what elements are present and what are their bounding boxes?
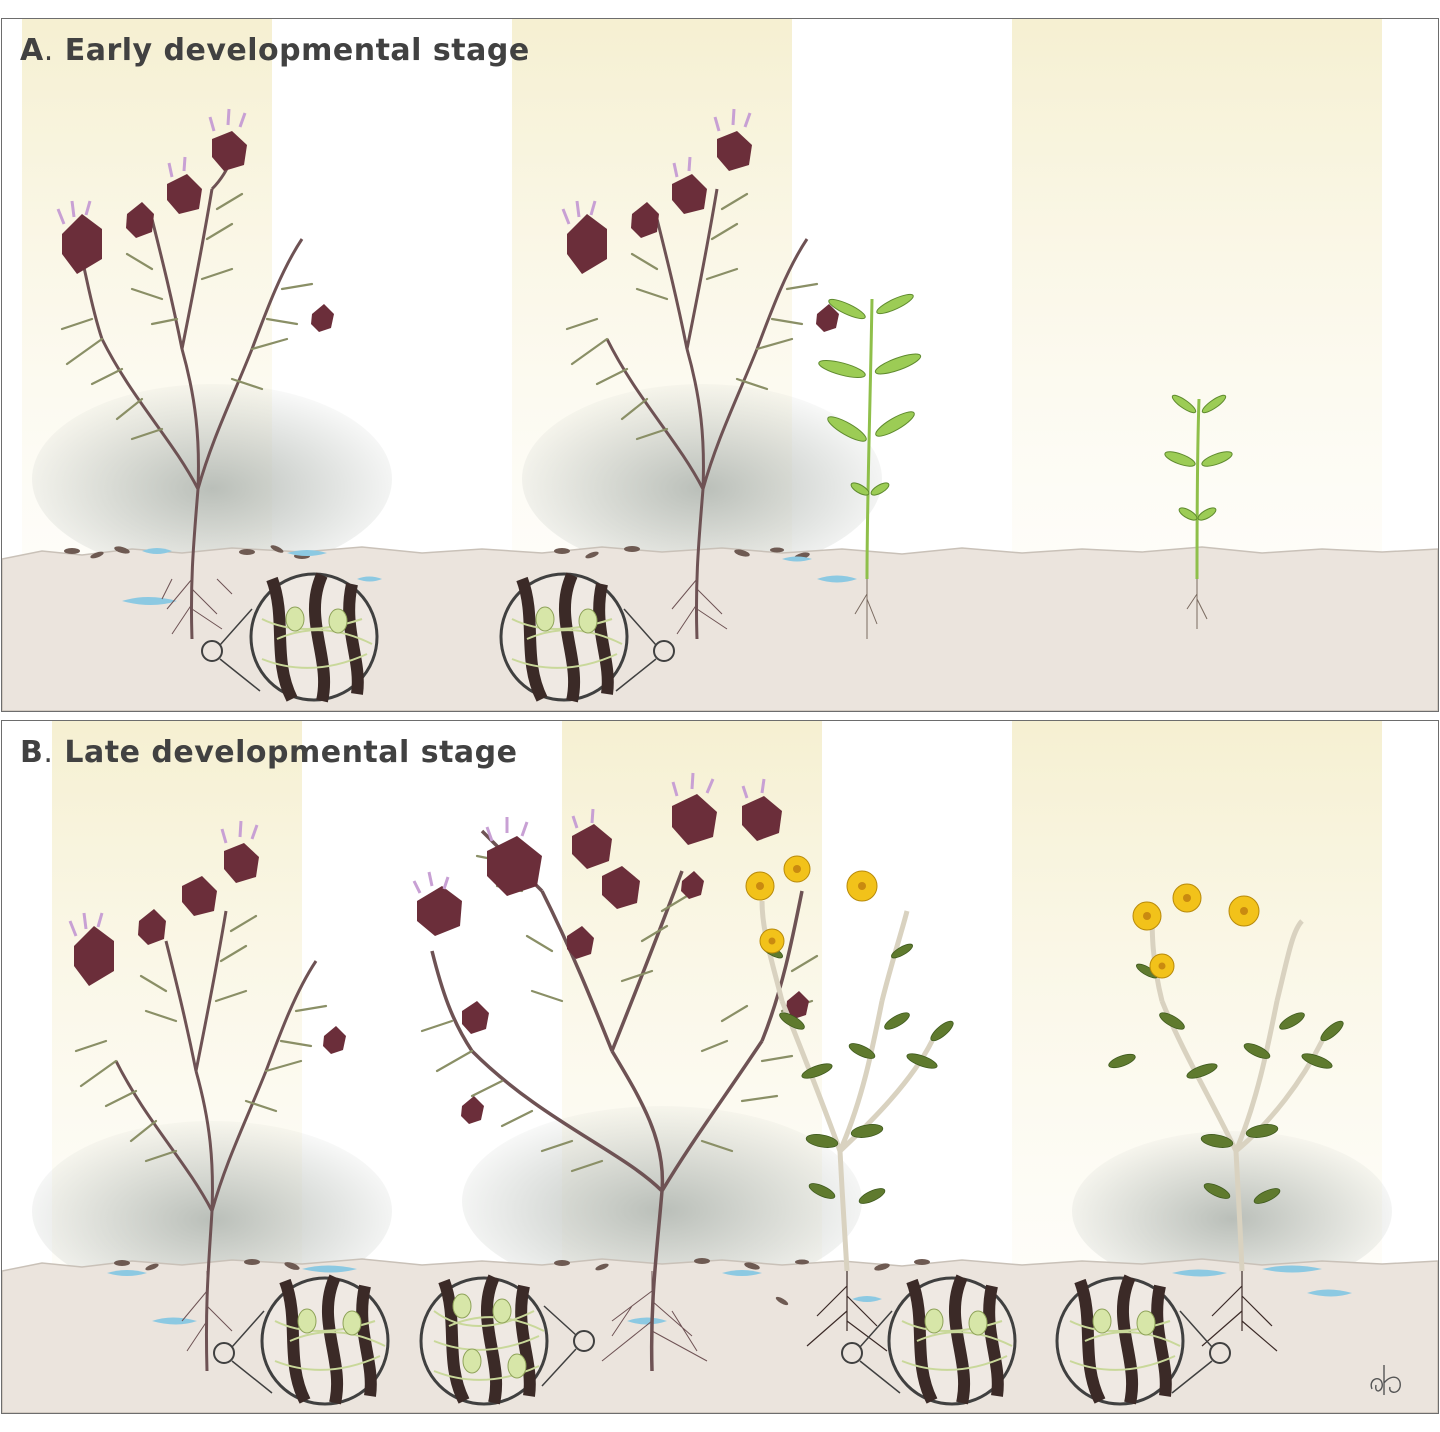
panel-b-illustration <box>2 721 1438 1413</box>
thyme-flower-head <box>167 156 202 214</box>
thyme-flower-head <box>56 200 102 274</box>
panel-letter-separator: . <box>43 735 54 770</box>
mycorrhiza-magnifier <box>841 1274 1017 1406</box>
thyme-flower-head <box>126 202 154 238</box>
root-system <box>161 559 233 639</box>
panel-letter: B <box>20 735 44 770</box>
water-patches <box>122 548 857 605</box>
rockrose-flower <box>759 928 785 954</box>
mycorrhiza-magnifier <box>213 1274 390 1406</box>
water-patches <box>107 1265 1352 1325</box>
panel-title: B. Late developmental stage <box>20 735 518 770</box>
rockrose-seedling <box>1164 394 1233 629</box>
rockrose-flower <box>783 855 811 883</box>
thyme-shrub <box>68 820 346 1372</box>
thyme-shrub <box>56 108 334 640</box>
canopy-shadow <box>1072 1131 1392 1291</box>
panel-title-text: Early developmental stage <box>64 33 530 68</box>
rockrose-shrub <box>745 855 954 1352</box>
panel-a-illustration <box>2 19 1438 711</box>
leaf-litter <box>114 1258 930 1306</box>
mycorrhiza-magnifier <box>201 572 379 703</box>
mycorrhiza-magnifier <box>419 1274 595 1406</box>
rockrose-seedling <box>818 293 922 639</box>
thyme-shrub-large <box>412 772 819 1372</box>
rockrose-flower <box>745 871 775 901</box>
panel-letter-separator: . <box>43 33 54 68</box>
rockrose-shrub <box>1108 883 1344 1352</box>
panel-late-stage: B. Late developmental stage <box>1 720 1439 1414</box>
thyme-flower-head <box>311 304 334 332</box>
panel-letter: A <box>20 33 44 68</box>
artist-signature <box>1370 1365 1401 1395</box>
panel-title-text: Late developmental stage <box>64 735 518 770</box>
thyme-flower-head <box>208 108 247 171</box>
thyme-shrub <box>561 108 839 640</box>
canopy-shadow <box>32 384 392 574</box>
mycorrhiza-magnifier <box>499 572 675 703</box>
panel-title: A. Early developmental stage <box>20 33 530 68</box>
soil <box>2 546 1438 711</box>
soil <box>2 1258 1438 1413</box>
mycorrhiza-magnifier <box>1055 1274 1231 1406</box>
panel-early-stage: A. Early developmental stage <box>1 18 1439 712</box>
leaf-litter <box>64 545 810 560</box>
rockrose-flower <box>846 870 878 902</box>
